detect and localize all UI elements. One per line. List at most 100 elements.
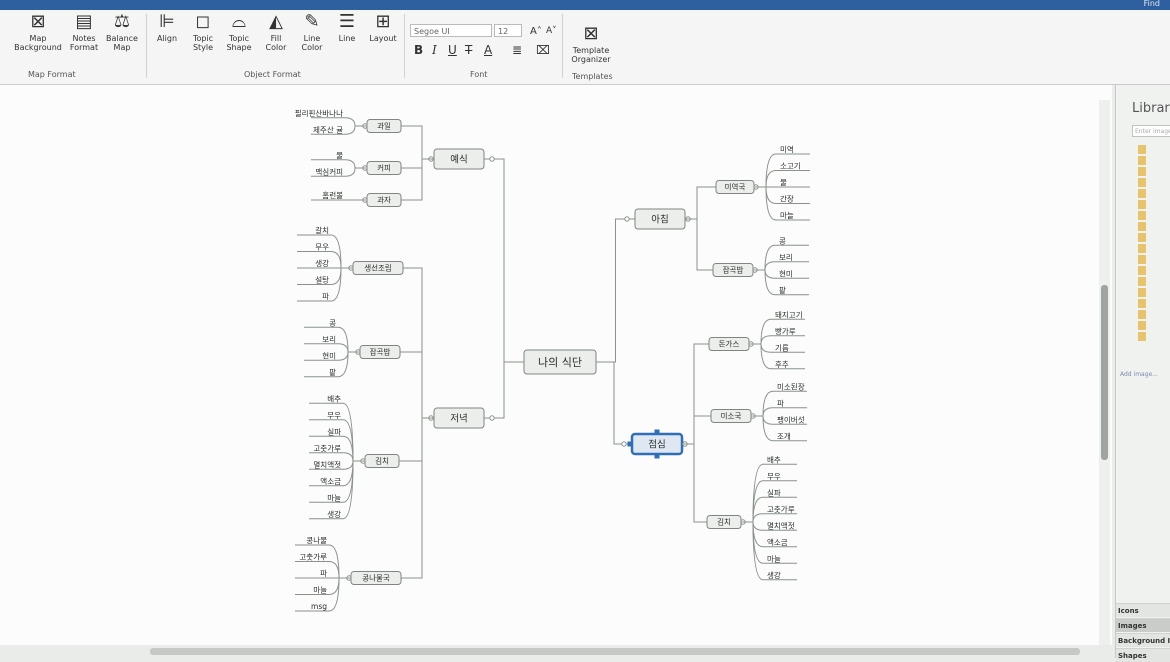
leaf-topic[interactable]: 홈런볼 [322,190,343,200]
main-topic-right-0[interactable]: 아침 [634,208,686,230]
font-size-select[interactable]: 12 [494,24,522,37]
collapse-handle[interactable] [624,216,630,222]
subtopic[interactable]: 김치 [364,454,400,468]
subtopic[interactable]: 잡곡밥 [359,345,401,359]
tab-icons[interactable]: Icons [1116,603,1170,617]
leaf-topic[interactable]: 팽이버섯 [777,414,805,424]
line-color-button[interactable]: ✎ Line Color [301,11,323,53]
leaf-topic[interactable]: 액소금 [767,537,788,547]
leaf-topic[interactable]: 무우 [767,472,781,481]
leaf-topic[interactable]: 무우 [327,411,341,420]
font-family-select[interactable]: Segoe UI [410,24,492,37]
horizontal-scrollbar[interactable] [150,648,1080,655]
tab-images[interactable]: Images [1116,618,1170,632]
leaf-topic[interactable]: 배추 [767,455,781,464]
subtopic[interactable]: 커피 [366,161,402,175]
leaf-topic[interactable]: 콩나물 [306,536,327,545]
leaf-topic[interactable]: 마늘 [313,586,327,595]
leaf-topic[interactable]: 생강 [315,258,329,268]
selection-handle[interactable] [627,441,633,447]
leaf-topic[interactable]: 필리핀산바나나 [295,108,343,118]
tab-shapes[interactable]: Shapes [1116,648,1170,662]
subtopic[interactable]: 돈가스 [708,337,750,351]
leaf-topic[interactable]: 물 [780,178,787,187]
leaf-topic[interactable]: 고춧가루 [299,553,327,562]
underline-icon[interactable]: U [448,43,457,57]
template-organizer-button[interactable]: ⊠ Template Organizer [571,23,611,65]
leaf-topic[interactable]: 빵가루 [775,326,796,336]
leaf-topic[interactable]: 후추 [775,360,789,369]
text-align-icon[interactable]: ≣ [512,43,523,57]
subtopic[interactable]: 과일 [366,119,402,133]
subtopic[interactable]: 과자 [366,193,402,207]
align-button[interactable]: ⊫ Align [156,11,178,44]
leaf-topic[interactable]: 마늘 [327,493,341,502]
shrink-font-icon[interactable]: A˅ [546,26,557,36]
scroll-thumb[interactable] [1101,285,1108,460]
library-search-input[interactable]: Enter image [1132,125,1170,137]
main-topic-left-1[interactable]: 저녁 [433,407,485,429]
leaf-topic[interactable]: 배추 [327,394,341,403]
leaf-topic[interactable]: 현미 [779,269,793,278]
line-button[interactable]: ☰ Line [338,11,356,44]
leaf-topic[interactable]: 콩 [329,318,336,327]
balance-map-button[interactable]: ⚖ Balance Map [106,11,138,53]
leaf-topic[interactable]: 콩 [779,236,786,245]
leaf-topic[interactable]: 멸치액젓 [313,459,341,469]
collapse-handle[interactable] [621,441,627,447]
collapse-handle[interactable] [489,415,495,421]
clear-format-icon[interactable]: ⌧ [536,43,550,57]
leaf-topic[interactable]: 보리 [779,253,793,262]
leaf-topic[interactable]: 조개 [777,431,791,441]
library-tree[interactable] [1138,145,1170,365]
leaf-topic[interactable]: 설탕 [315,275,329,285]
leaf-topic[interactable]: 돼지고기 [775,310,803,319]
layout-button[interactable]: ⊞ Layout [369,11,397,44]
add-image-link[interactable]: Add image... [1120,371,1158,378]
subtopic[interactable]: 콩나물국 [350,571,402,585]
selection-handle[interactable] [654,429,660,435]
leaf-topic[interactable]: 마늘 [780,211,794,220]
selection-handle[interactable] [654,453,660,459]
subtopic[interactable]: 미소국 [710,409,752,423]
leaf-topic[interactable]: 파 [322,292,329,301]
subtopic[interactable]: 미역국 [715,180,755,194]
leaf-topic[interactable]: 고춧가루 [313,444,341,453]
leaf-topic[interactable]: 간장 [780,194,794,204]
leaf-topic[interactable]: 팥 [329,367,336,377]
leaf-topic[interactable]: 실파 [327,426,341,436]
font-color-icon[interactable]: A [484,43,493,57]
find-button[interactable]: Find [1143,0,1160,8]
italic-icon[interactable]: I [432,43,437,57]
grow-font-icon[interactable]: A˄ [530,26,542,37]
topic-style-button[interactable]: ◻ Topic Style [192,11,214,53]
vertical-scrollbar[interactable] [1099,100,1110,645]
leaf-topic[interactable]: 파 [320,569,327,578]
bold-icon[interactable]: B [414,43,424,57]
leaf-topic[interactable]: 물 [336,151,343,160]
leaf-topic[interactable]: 실파 [767,487,781,497]
leaf-topic[interactable]: 고춧가루 [767,505,795,514]
leaf-topic[interactable]: 파 [777,399,784,408]
main-topic-right-1[interactable]: 점심 [630,432,684,456]
leaf-topic[interactable]: 생강 [767,570,781,580]
leaf-topic[interactable]: 생강 [327,509,341,519]
map-background-button[interactable]: ⊠ Map Background [14,11,62,53]
subtopic[interactable]: 생선조림 [352,261,404,275]
notes-format-button[interactable]: ▤ Notes Format [69,11,99,53]
leaf-topic[interactable]: 제주산 귤 [313,124,343,134]
leaf-topic[interactable]: 액소금 [320,476,341,486]
leaf-topic[interactable]: 갈치 [315,226,329,235]
leaf-topic[interactable]: 멸치액젓 [767,520,795,530]
leaf-topic[interactable]: 기름 [775,343,789,352]
leaf-topic[interactable]: 소고기 [780,162,801,171]
topic-shape-button[interactable]: ⌓ Topic Shape [226,11,252,53]
collapse-handle[interactable] [489,156,495,162]
leaf-topic[interactable]: 현미 [322,351,336,360]
subtopic[interactable]: 김치 [706,515,742,529]
leaf-topic[interactable]: 무우 [315,243,329,252]
subtopic[interactable]: 잡곡밥 [712,263,754,277]
leaf-topic[interactable]: 팥 [779,285,786,295]
leaf-topic[interactable]: 미역 [780,144,794,154]
